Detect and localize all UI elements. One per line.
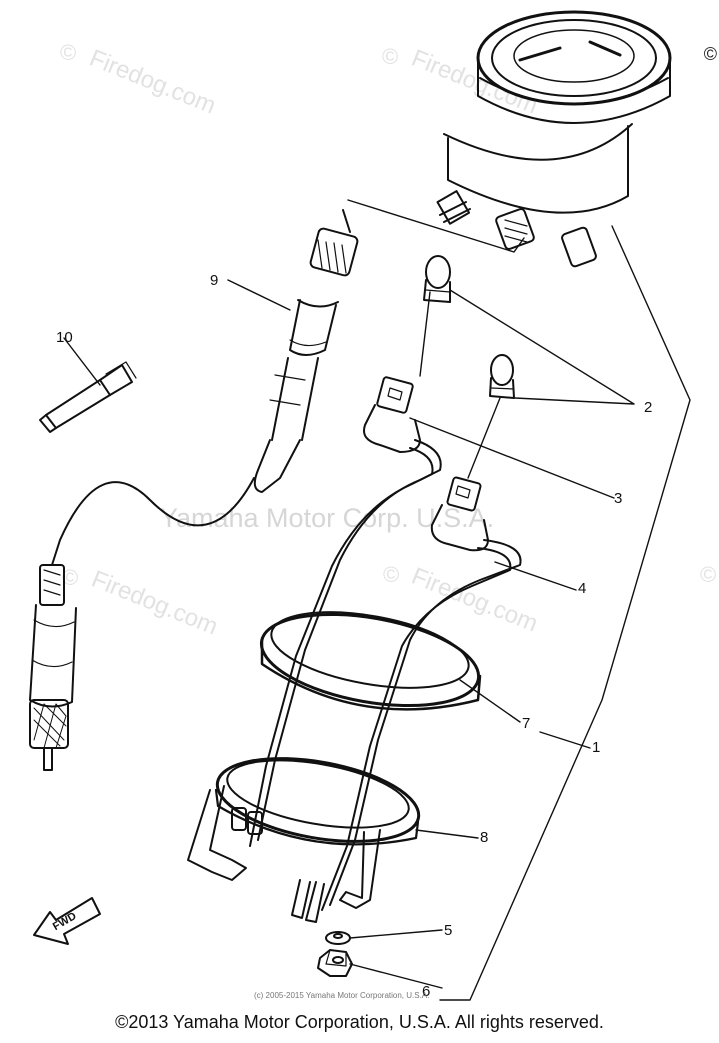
watermark-copy-symbol: ©: [62, 565, 78, 590]
callout-2: 2: [644, 399, 652, 416]
fwd-label: FWD: [51, 910, 79, 933]
callout-1: 1: [592, 739, 600, 756]
watermark-copy-symbol: ©: [382, 44, 398, 69]
watermark-site: Firedog.com: [86, 45, 220, 120]
nut-6: [317, 949, 353, 977]
callout-10: 10: [56, 329, 73, 346]
callout-5: 5: [444, 922, 452, 939]
speedometer-cable-9: [51, 209, 359, 566]
watermark-site: Firedog.com: [408, 563, 542, 638]
corner-copyright-symbol: ©: [703, 44, 717, 64]
callout-9: 9: [210, 272, 218, 289]
wire-lead: [291, 879, 311, 919]
watermark-site: Firedog.com: [88, 566, 222, 641]
clip-10: [39, 361, 137, 433]
callout-4: 4: [578, 580, 586, 597]
watermark-main: Yamaha Motor Corp. U.S.A.: [160, 503, 494, 533]
bulb-lower: [489, 354, 515, 399]
callout-6: 6: [422, 983, 430, 1000]
callout-8: 8: [480, 829, 488, 846]
gasket-ring-7: [259, 611, 482, 711]
cable-end-lower: [29, 564, 77, 771]
bulb-upper: [423, 255, 451, 303]
watermark-group: © Firedog.com © Firedog.com © Firedog.co…: [60, 40, 716, 641]
bulb-socket-4: [321, 476, 522, 911]
small-copyright: (c) 2005-2015 Yamaha Motor Corporation, …: [254, 991, 429, 1000]
watermark-copy-symbol: ©: [700, 562, 716, 587]
watermark-copy-symbol: ©: [60, 40, 76, 65]
washer-5: [325, 931, 351, 945]
watermark-copy-symbol: ©: [383, 562, 399, 587]
callout-7: 7: [522, 715, 530, 732]
wire-lead: [305, 881, 325, 923]
watermark-site: Firedog.com: [408, 45, 542, 120]
callout-3: 3: [614, 490, 622, 507]
leader-lines: [63, 199, 691, 1001]
speedometer-unit: [436, 10, 672, 268]
footer-copyright: ©2013 Yamaha Motor Corporation, U.S.A. A…: [115, 1012, 604, 1032]
bracket-ring-8: [187, 757, 421, 909]
bulb-socket-3: [249, 376, 442, 847]
callout-labels: 1 2 3 4 5 6 7 8 9 10: [56, 272, 652, 1000]
fwd-arrow: [33, 897, 101, 945]
